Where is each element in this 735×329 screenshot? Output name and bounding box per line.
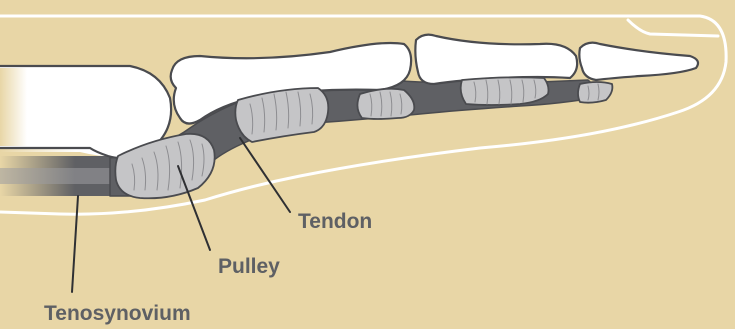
pulley-label: Pulley [218, 255, 280, 278]
pulley-a3 [357, 89, 414, 119]
pulley-a5 [578, 82, 612, 103]
tendon-label: Tendon [298, 210, 372, 233]
tenosynovium-label: Tenosynovium [44, 302, 191, 325]
metacarpal-bone-fade [0, 68, 60, 146]
tenosynovium-core [0, 168, 118, 184]
